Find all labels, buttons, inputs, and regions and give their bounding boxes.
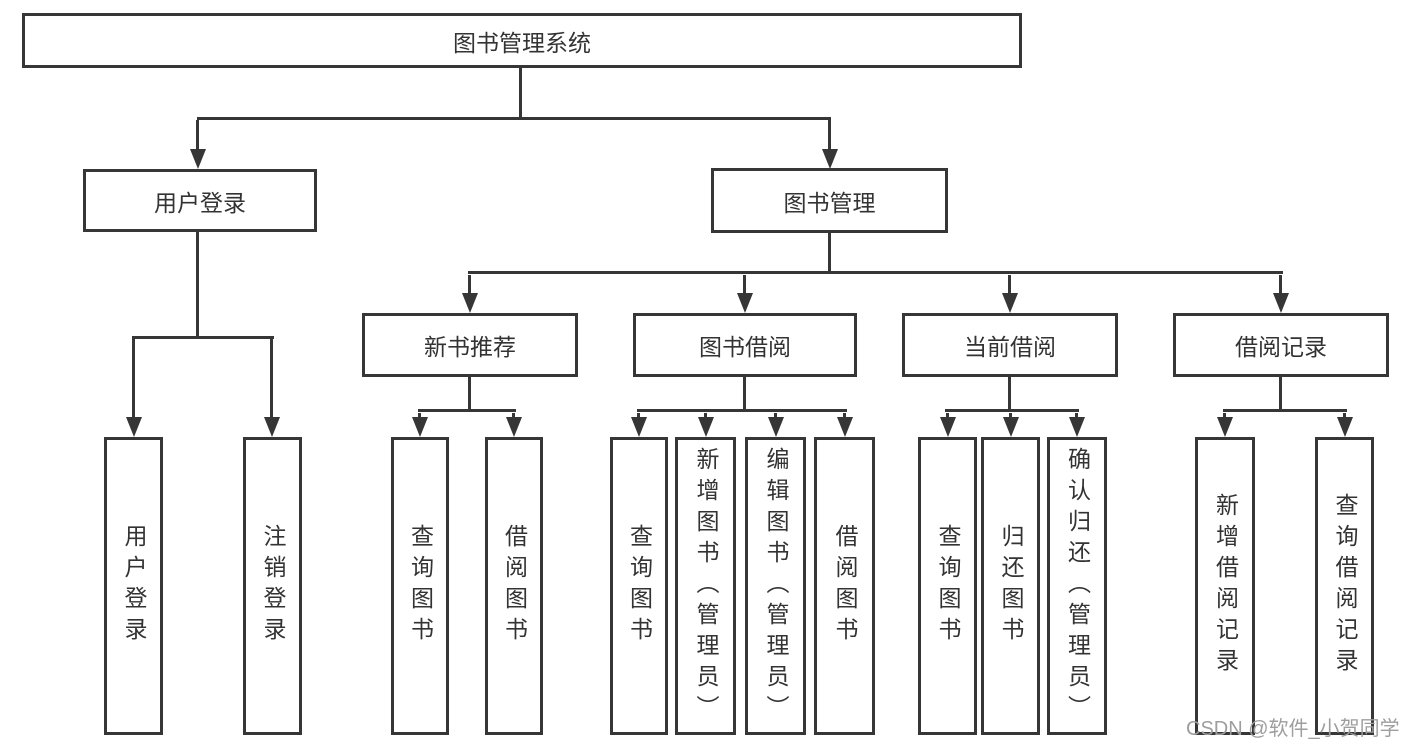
node-leaf-confirm-return-admin: 确认归还（管理员）: [1047, 437, 1107, 735]
node-leaf-query-books-current: 查询图书: [918, 437, 977, 735]
node-borrowing-records-label: 借阅记录: [1235, 334, 1327, 360]
arrow-down-icon: [505, 413, 522, 437]
arrow-down-icon: [1336, 413, 1353, 437]
arrow-down-icon: [939, 413, 956, 437]
node-leaf-user-login: 用户登录: [104, 437, 163, 735]
connector-book-borrow-branch: [637, 409, 847, 412]
node-library-system-label: 图书管理系统: [453, 29, 591, 56]
node-borrowing-records: 借阅记录: [1173, 313, 1389, 377]
connector-borrow-records-stem: [1279, 377, 1282, 411]
node-leaf-query-books-recommend: 查询图书: [391, 437, 449, 735]
node-leaf-add-book-admin-label: 新增图书（管理员）: [693, 446, 719, 726]
node-leaf-query-books-current-label: 查询图书: [935, 524, 961, 648]
arrow-down-icon: [836, 413, 853, 437]
node-book-borrowing: 图书借阅: [633, 313, 857, 377]
arrow-down-icon: [697, 413, 714, 437]
arrow-down-icon: [767, 413, 784, 437]
connector-root-stem: [519, 68, 522, 118]
arrow-down-icon: [125, 339, 142, 437]
node-leaf-query-books-borrowing: 查询图书: [610, 437, 668, 735]
arrow-down-icon: [821, 120, 838, 169]
arrow-down-icon: [1272, 275, 1289, 313]
node-leaf-user-login-label: 用户登录: [121, 524, 147, 648]
node-user-login: 用户登录: [83, 169, 317, 232]
connector-new-book-branch: [418, 409, 516, 412]
node-user-login-label: 用户登录: [154, 189, 246, 216]
node-book-borrowing-label: 图书借阅: [699, 334, 791, 360]
connector-borrow-records-branch: [1223, 409, 1347, 412]
node-leaf-return-book-label: 归还图书: [998, 524, 1024, 648]
arrow-down-icon: [411, 413, 428, 437]
node-leaf-logout: 注销登录: [243, 437, 302, 735]
node-leaf-logout-label: 注销登录: [260, 524, 286, 648]
connector-user-login-branch: [132, 336, 274, 339]
arrow-down-icon: [736, 275, 753, 313]
node-leaf-return-book: 归还图书: [981, 437, 1040, 735]
node-leaf-query-borrow-record: 查询借阅记录: [1315, 437, 1374, 735]
connector-book-mgmt-branch: [468, 271, 1283, 274]
connector-root-branch: [197, 117, 831, 120]
node-current-borrowing-label: 当前借阅: [964, 334, 1056, 360]
node-leaf-add-borrow-record-label: 新增借阅记录: [1212, 493, 1239, 679]
node-book-management-label: 图书管理: [783, 189, 876, 216]
connector-user-login-stem: [196, 232, 199, 336]
node-leaf-edit-book-admin-label: 编辑图书（管理员）: [763, 446, 789, 726]
arrow-down-icon: [1068, 413, 1085, 437]
connector-book-borrow-stem: [743, 377, 746, 411]
arrow-down-icon: [1002, 413, 1019, 437]
connector-book-mgmt-stem: [828, 233, 831, 273]
arrow-down-icon: [1216, 413, 1233, 437]
node-leaf-query-books-recommend-label: 查询图书: [407, 524, 434, 648]
arrow-down-icon: [1001, 275, 1018, 313]
arrow-down-icon: [630, 413, 647, 437]
node-leaf-add-book-admin: 新增图书（管理员）: [675, 437, 736, 735]
connector-new-book-stem: [468, 377, 471, 411]
node-leaf-borrow-books: 借阅图书: [814, 437, 875, 735]
connector-current-borrow-branch: [945, 409, 1079, 412]
node-leaf-query-borrow-record-label: 查询借阅记录: [1332, 493, 1358, 679]
arrow-down-icon: [263, 339, 280, 437]
node-current-borrowing: 当前借阅: [902, 313, 1118, 377]
node-new-book-recommend-label: 新书推荐: [424, 334, 516, 360]
node-book-management: 图书管理: [711, 168, 948, 233]
arrow-down-icon: [461, 275, 478, 313]
csdn-watermark: CSDN @软件_小贺同学: [1186, 718, 1400, 740]
node-leaf-borrow-books-label: 借阅图书: [832, 524, 858, 648]
node-leaf-borrow-books-recommend: 借阅图书: [485, 437, 543, 735]
node-leaf-add-borrow-record: 新增借阅记录: [1195, 437, 1255, 735]
node-leaf-confirm-return-admin-label: 确认归还（管理员）: [1064, 446, 1091, 726]
node-leaf-borrow-books-recommend-label: 借阅图书: [501, 524, 528, 648]
node-leaf-edit-book-admin: 编辑图书（管理员）: [745, 437, 806, 735]
node-leaf-query-books-borrowing-label: 查询图书: [626, 524, 653, 648]
arrow-down-icon: [189, 120, 206, 169]
node-new-book-recommend: 新书推荐: [362, 313, 578, 377]
node-library-system: 图书管理系统: [22, 13, 1022, 68]
connector-current-borrow-stem: [1008, 377, 1011, 411]
